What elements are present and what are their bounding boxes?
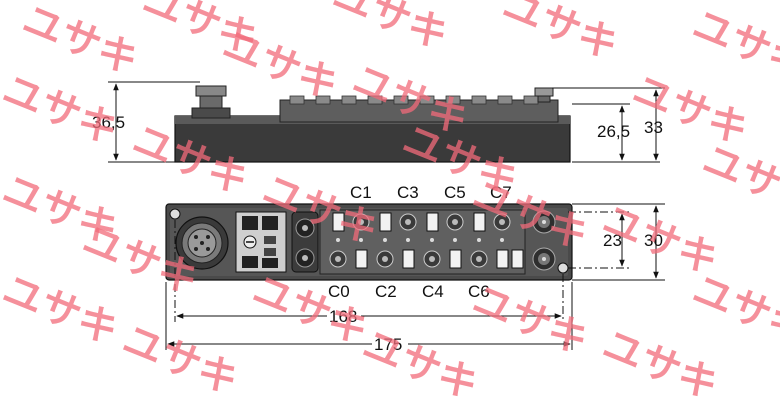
channel-label-c1: C1 <box>350 183 372 202</box>
mounting-hole-right <box>557 262 569 274</box>
io-row-bottom <box>329 249 524 269</box>
io-row-top <box>332 212 511 232</box>
channel-label-c5: C5 <box>444 183 466 202</box>
m12-connector-side <box>191 85 231 119</box>
m12-connector-top <box>175 216 229 270</box>
m12-bus-connectors-right <box>532 210 556 271</box>
watermark-text: ユサキ <box>356 322 484 400</box>
watermark-text: ユサキ <box>116 317 244 400</box>
channel-label-c4: C4 <box>422 282 444 301</box>
dim-inner-height: 23 <box>603 231 622 250</box>
channel-label-c3: C3 <box>397 183 419 202</box>
watermark-text: ユサキ <box>596 322 724 400</box>
watermark-text: ユサキ <box>496 0 624 69</box>
channel-label-c2: C2 <box>375 282 397 301</box>
channel-label-c0: C0 <box>328 282 350 301</box>
channel-label-c6: C6 <box>468 282 490 301</box>
watermark-text: ユサキ <box>0 67 125 155</box>
connector-ribs <box>289 95 539 105</box>
m8-connector-side <box>534 87 554 103</box>
bus-connectors <box>291 211 319 273</box>
dim-outer-height: 30 <box>644 231 663 250</box>
watermark-text: ユサキ <box>466 277 594 365</box>
watermark-text: ユサキ <box>626 67 754 155</box>
dim-hole-spacing: 168 <box>329 307 357 326</box>
connector-block <box>279 99 559 123</box>
channel-label-c7: C7 <box>490 183 512 202</box>
watermark-text: ユサキ <box>326 0 454 59</box>
dim-total-length: 175 <box>374 335 402 354</box>
watermark-text: ユサキ <box>686 267 780 355</box>
watermark-text: ユサキ <box>216 22 344 110</box>
watermark-text: ユサキ <box>0 267 125 355</box>
top-view: C1 C3 C5 C7 <box>165 183 665 354</box>
watermark-text: ユサキ <box>686 2 780 90</box>
address-switch <box>235 211 287 273</box>
side-view: 36,5 <box>92 81 665 163</box>
mounting-hole-left <box>169 208 181 220</box>
watermark-text: ユサキ <box>696 137 780 225</box>
dim-body-height: 26,5 <box>597 122 630 141</box>
watermark-text: ユサキ <box>16 0 144 84</box>
dim-total-height: 36,5 <box>92 113 125 132</box>
status-leds <box>336 238 504 242</box>
dim-right-height: 33 <box>644 118 663 137</box>
